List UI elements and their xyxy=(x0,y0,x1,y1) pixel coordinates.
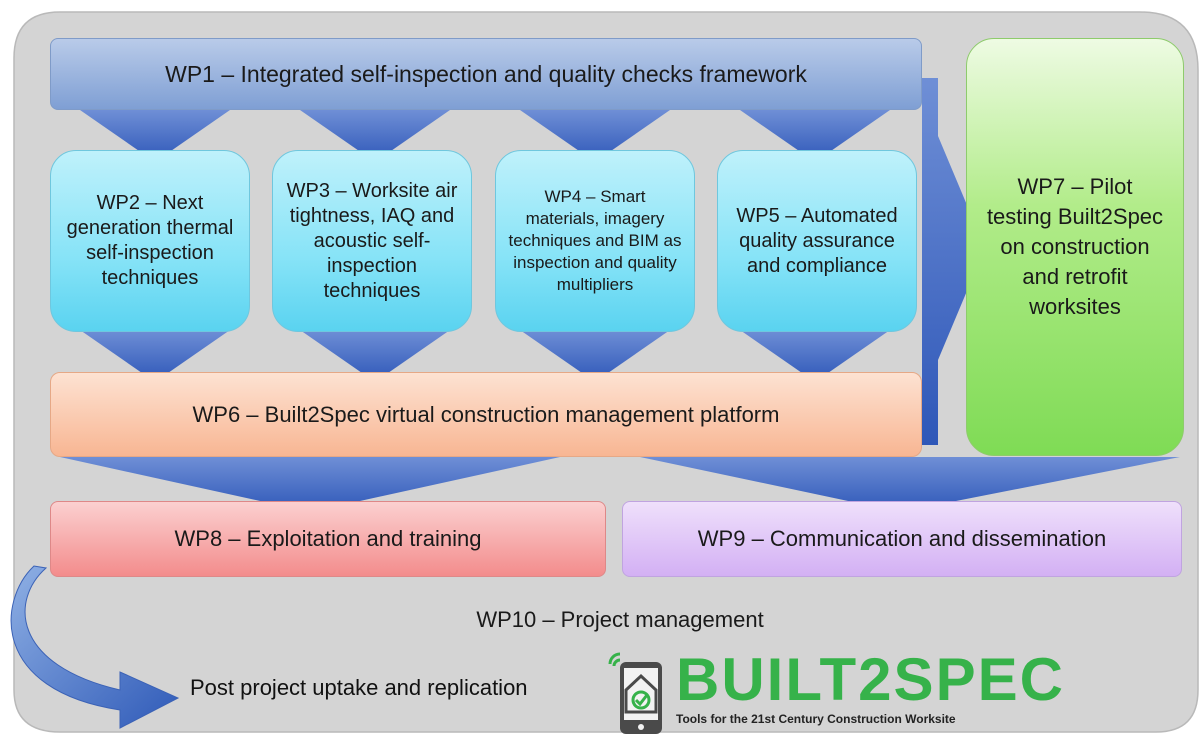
post-project-arrow xyxy=(10,565,180,729)
wp6-to-wp9-arrow xyxy=(640,457,1180,512)
wp4-label: WP4 – Smart materials, imagery technique… xyxy=(508,187,682,294)
wp3-box: WP3 – Worksite air tightness, IAQ and ac… xyxy=(272,150,472,332)
wp7-box: WP7 – Pilot testing Built2Spec on constr… xyxy=(966,38,1184,456)
logo-wordmark: BUILT2SPEC xyxy=(676,646,1065,713)
wp5-label: WP5 – Automated quality assurance and co… xyxy=(736,204,898,277)
post-project-label: Post project uptake and replication xyxy=(190,675,528,700)
wp3-label: WP3 – Worksite air tightness, IAQ and ac… xyxy=(286,179,458,302)
wp6-to-wp8-arrow xyxy=(60,457,560,512)
wp1-label: WP1 – Integrated self-inspection and qua… xyxy=(165,60,807,87)
logo-icon xyxy=(608,652,662,734)
wp1-arrows xyxy=(80,110,890,162)
wp9-box: WP9 – Communication and dissemination xyxy=(622,501,1182,577)
wp10-label: WP10 – Project management xyxy=(476,607,764,632)
wp6-label: WP6 – Built2Spec virtual construction ma… xyxy=(192,401,780,427)
wp8-box: WP8 – Exploitation and training xyxy=(50,501,606,577)
wp8-label: WP8 – Exploitation and training xyxy=(174,526,482,551)
logo-tagline: Tools for the 21st Century Construction … xyxy=(676,712,956,726)
wp4-box: WP4 – Smart materials, imagery technique… xyxy=(495,150,695,332)
wp2-label: WP2 – Next generation thermal self-inspe… xyxy=(66,192,234,289)
wp7-arrow xyxy=(922,78,985,445)
wp2-5-arrows xyxy=(80,330,890,382)
wp2-box: WP2 – Next generation thermal self-inspe… xyxy=(50,150,250,332)
wp9-label: WP9 – Communication and dissemination xyxy=(697,526,1107,551)
wp7-label: WP7 – Pilot testing Built2Spec on constr… xyxy=(986,174,1164,319)
wp1-box: WP1 – Integrated self-inspection and qua… xyxy=(50,38,922,110)
wp6-box: WP6 – Built2Spec virtual construction ma… xyxy=(50,372,922,457)
wp5-box: WP5 – Automated quality assurance and co… xyxy=(717,150,917,332)
